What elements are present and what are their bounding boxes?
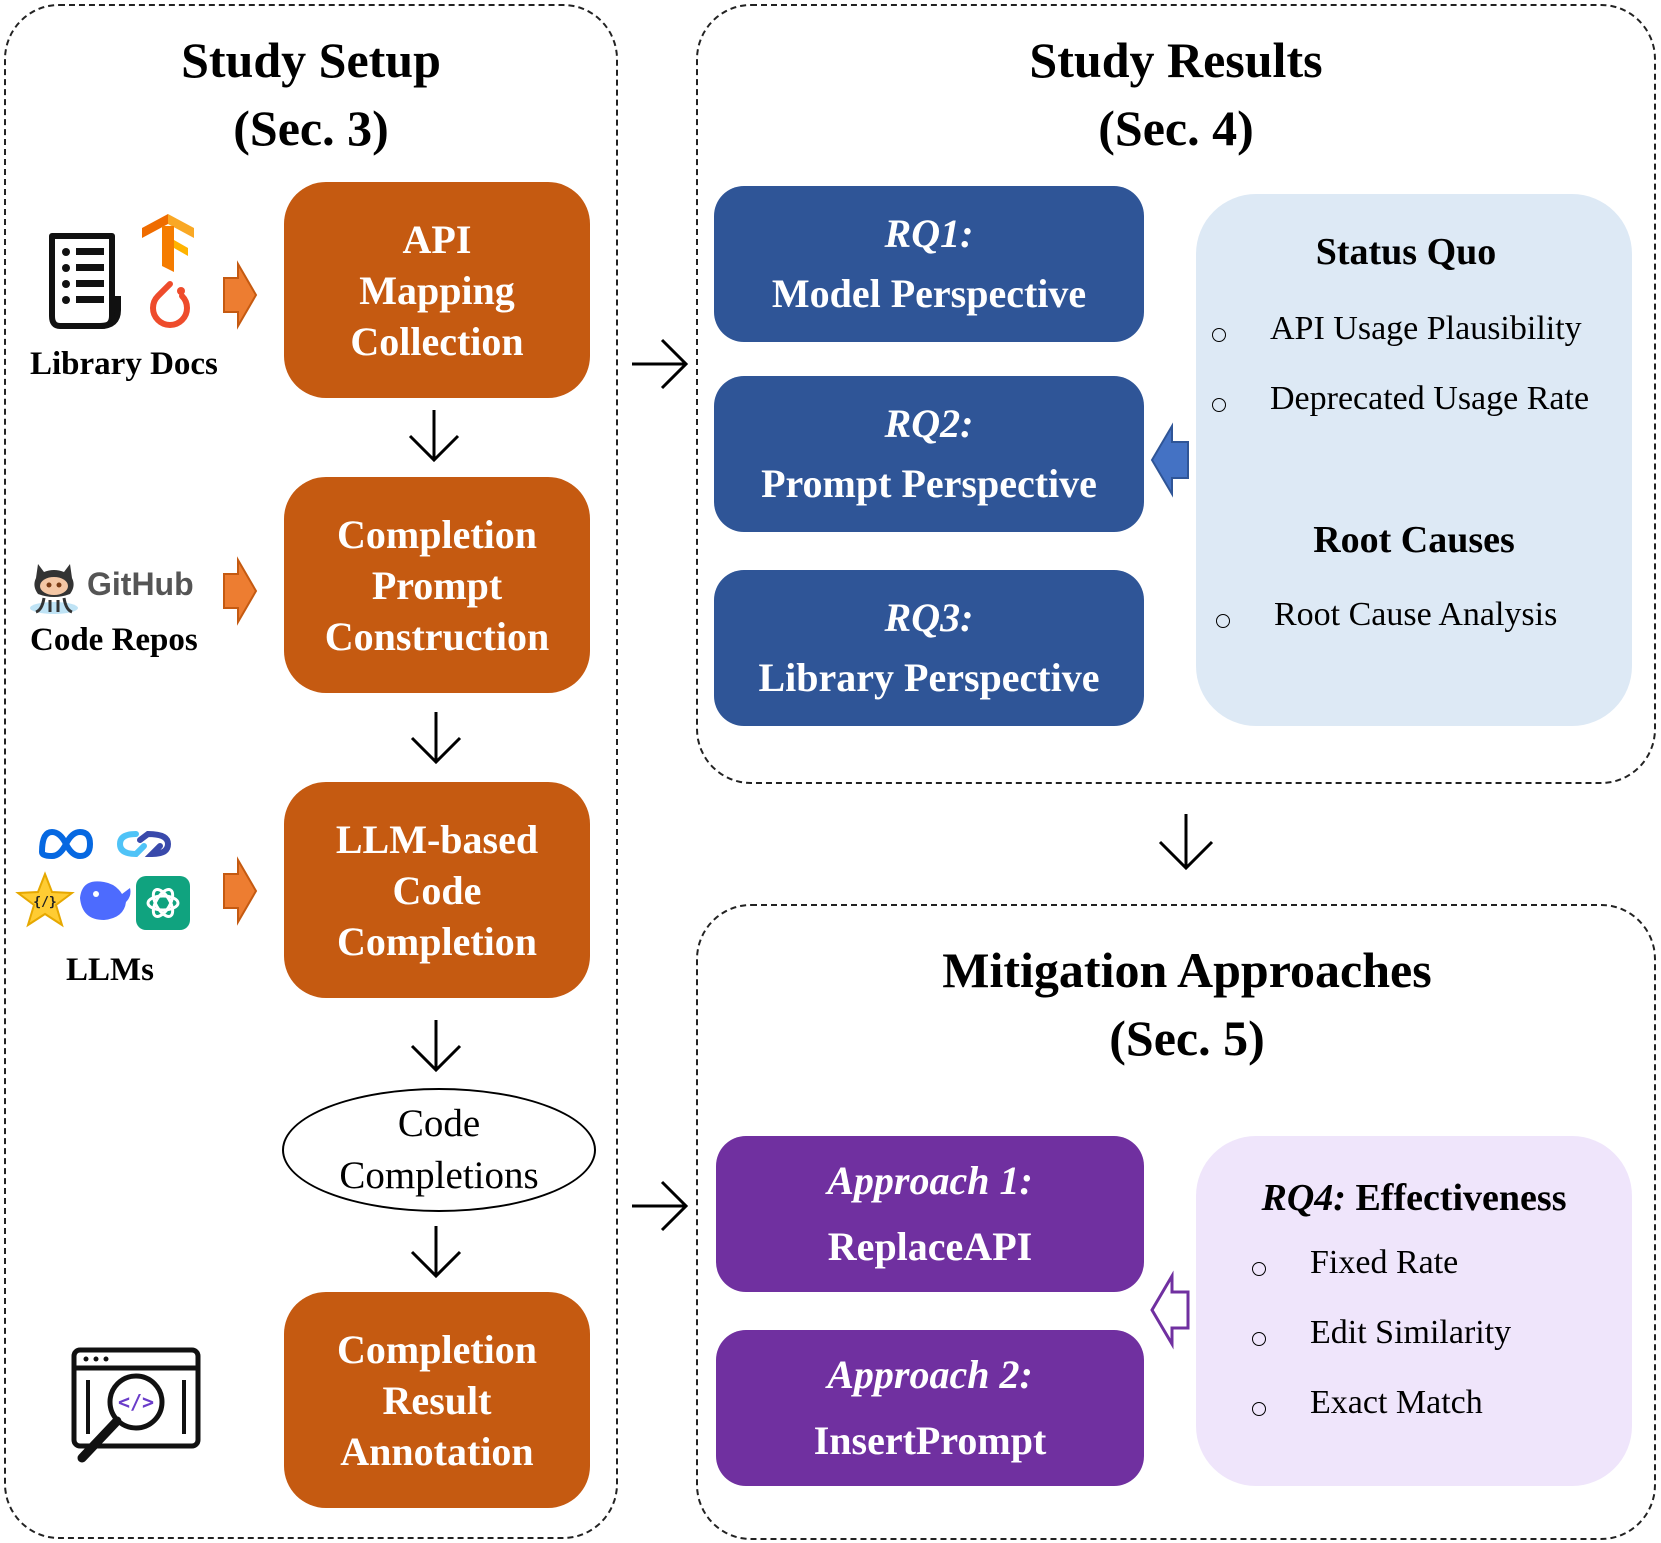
effectiveness-text: Effectiveness <box>1345 1177 1567 1219</box>
step-text: Result <box>382 1377 492 1423</box>
study-setup-title-line2: (Sec. 3) <box>233 100 389 156</box>
study-results-title-line1: Study Results <box>1029 32 1323 88</box>
arrow-down-icon <box>410 712 462 765</box>
bullet-text: Root Cause Analysis <box>1274 596 1558 633</box>
arrow-right-icon <box>632 1180 689 1232</box>
arrow-left-icon <box>1150 422 1189 498</box>
arrow-right-icon <box>223 856 258 926</box>
github-octocat-icon <box>30 564 78 614</box>
openai-icon <box>136 876 190 930</box>
ellipse-text: Code <box>397 1102 481 1145</box>
code-inspection-icon: </> <box>71 1347 201 1463</box>
completion-prompt-construction-box: Completion Prompt Construction <box>284 477 590 693</box>
step-text: API <box>402 216 472 262</box>
bullet-text: Exact Match <box>1310 1384 1483 1421</box>
tensorflow-icon <box>142 214 194 272</box>
study-results-panel: Study Results (Sec. 4) <box>696 4 1656 784</box>
bullet-icon <box>1212 328 1226 343</box>
mitigation-panel: Mitigation Approaches (Sec. 5) <box>696 904 1656 1540</box>
arrow-down-icon <box>408 410 460 463</box>
arrow-down-icon <box>1158 814 1214 871</box>
bullet-icon <box>1252 1262 1266 1277</box>
rq-id: RQ1: <box>884 211 974 256</box>
rq4-id: RQ4: <box>1261 1177 1346 1219</box>
step-text: LLM-based <box>335 816 539 862</box>
arrow-right-icon <box>223 556 258 626</box>
mitigation-title-line1: Mitigation Approaches <box>942 942 1432 998</box>
step-text: Code <box>392 867 482 913</box>
root-causes-heading: Root Causes <box>1313 519 1515 561</box>
arrow-right-icon <box>223 260 258 330</box>
effectiveness-heading: RQ4: Effectiveness <box>1196 1176 1632 1220</box>
bullet-icon <box>1216 614 1230 629</box>
bullet-api-usage-plausibility: API Usage Plausibility <box>1212 310 1582 348</box>
bullet-edit-similarity: Edit Similarity <box>1252 1314 1511 1352</box>
study-results-title-line2: (Sec. 4) <box>1098 100 1254 156</box>
approach-2-box: Approach 2: InsertPrompt <box>716 1330 1144 1486</box>
step-text: Prompt <box>371 562 503 608</box>
github-wordmark: GitHub <box>87 566 194 602</box>
bullet-deprecated-usage-rate: Deprecated Usage Rate <box>1212 380 1589 418</box>
study-setup-panel: Study Setup (Sec. 3) <box>4 4 618 1539</box>
bullet-text: Fixed Rate <box>1310 1244 1459 1281</box>
mitigation-title: Mitigation Approaches (Sec. 5) <box>698 936 1654 1072</box>
rq-id: RQ2: <box>884 401 974 446</box>
bullet-root-cause-analysis: Root Cause Analysis <box>1216 596 1557 634</box>
svg-text:{/}: {/} <box>33 895 56 910</box>
approach-id: Approach 2: <box>827 1352 1033 1397</box>
code-completions-ellipse: Code Completions <box>282 1088 596 1212</box>
bullet-text: API Usage Plausibility <box>1270 310 1582 347</box>
rq2-box: RQ2: Prompt Perspective <box>714 376 1144 532</box>
rq-id: RQ3: <box>884 595 974 640</box>
approach-label: InsertPrompt <box>813 1418 1047 1463</box>
bullet-icon <box>1212 398 1226 413</box>
deepseek-icon <box>80 881 131 920</box>
study-results-title: Study Results (Sec. 4) <box>698 26 1654 162</box>
step-text: Completion <box>337 1326 537 1372</box>
api-mapping-collection-box: API Mapping Collection <box>284 182 590 398</box>
approach-1-box: Approach 1: ReplaceAPI <box>716 1136 1144 1292</box>
bullet-text: Deprecated Usage Rate <box>1270 380 1590 417</box>
effectiveness-panel <box>1196 1136 1632 1486</box>
rq-label: Model Perspective <box>771 271 1087 316</box>
study-setup-title-line1: Study Setup <box>181 32 441 88</box>
starcoder-icon: {/} <box>15 871 75 928</box>
step-text: Collection <box>350 318 524 364</box>
bullet-icon <box>1252 1332 1266 1347</box>
bullet-exact-match: Exact Match <box>1252 1384 1483 1422</box>
pytorch-icon <box>150 281 190 329</box>
ellipse-text: Completions <box>339 1154 539 1197</box>
approach-id: Approach 1: <box>827 1158 1033 1203</box>
bullet-text: Edit Similarity <box>1310 1314 1512 1351</box>
rq1-box: RQ1: Model Perspective <box>714 186 1144 342</box>
code-repos-label: Code Repos <box>30 622 198 658</box>
library-docs-label: Library Docs <box>30 346 218 382</box>
completion-result-annotation-box: Completion Result Annotation <box>284 1292 590 1508</box>
step-text: Completion <box>337 918 537 964</box>
arrow-down-icon <box>410 1226 462 1279</box>
llms-label: LLMs <box>66 952 155 988</box>
svg-text:</>: </> <box>118 1390 154 1414</box>
bullet-icon <box>1252 1402 1266 1417</box>
codegeex-icon <box>116 830 172 858</box>
arrow-down-icon <box>410 1020 462 1073</box>
step-text: Annotation <box>340 1428 534 1474</box>
mitigation-title-line2: (Sec. 5) <box>1109 1010 1265 1066</box>
meta-icon <box>38 828 94 860</box>
rq3-box: RQ3: Library Perspective <box>714 570 1144 726</box>
status-quo-panel <box>1196 194 1632 726</box>
bullet-fixed-rate: Fixed Rate <box>1252 1244 1458 1282</box>
study-setup-title: Study Setup (Sec. 3) <box>6 26 616 162</box>
rq-label: Prompt Perspective <box>761 461 1097 506</box>
llm-code-completion-box: LLM-based Code Completion <box>284 782 590 998</box>
document-icon <box>49 233 121 329</box>
arrow-right-icon <box>632 338 689 390</box>
step-text: Mapping <box>359 267 515 313</box>
rq-label: Library Perspective <box>758 655 1100 700</box>
step-text: Completion <box>337 511 537 557</box>
approach-label: ReplaceAPI <box>827 1224 1033 1269</box>
step-text: Construction <box>324 613 550 659</box>
arrow-left-outline-icon <box>1150 1270 1190 1350</box>
status-quo-heading: Status Quo <box>1315 231 1497 273</box>
